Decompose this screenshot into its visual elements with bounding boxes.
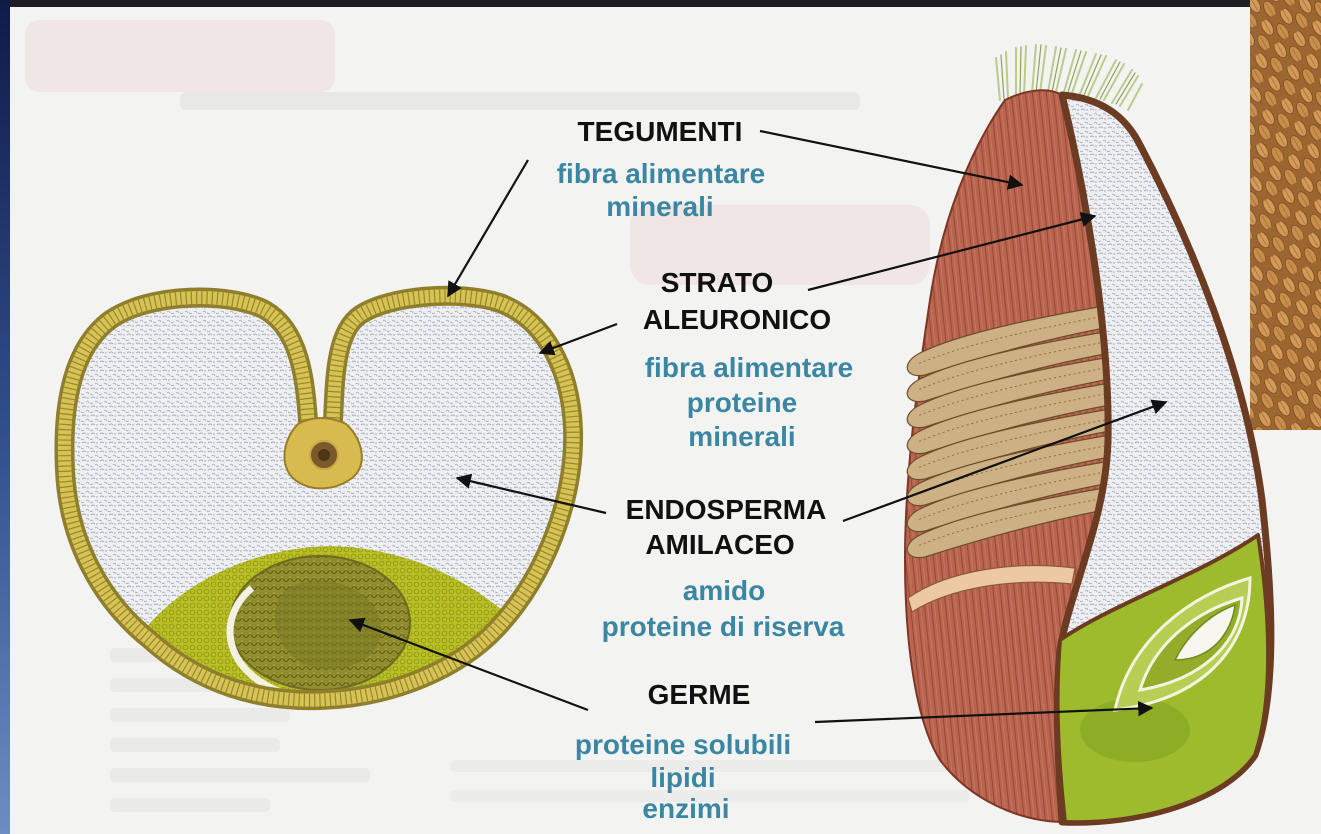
label-aleuronico: ALEURONICO	[643, 304, 831, 335]
crease-core	[318, 449, 330, 461]
germe-detail-2: lipidi	[650, 762, 715, 793]
germe-detail-1: proteine solubili	[575, 729, 791, 760]
tegumenti-detail-2: minerali	[606, 191, 713, 222]
label-amilaceo: AMILACEO	[645, 529, 794, 560]
tegumenti-detail-1: fibra alimentare	[557, 158, 766, 189]
label-tegumenti: TEGUMENTI	[578, 116, 743, 147]
wheat-grains-photo	[1250, 0, 1321, 430]
label-endosperma: ENDOSPERMA	[626, 494, 827, 525]
label-germe: GERME	[648, 679, 751, 710]
endosperma-detail-1: amido	[683, 575, 765, 606]
aleuronico-detail-3: minerali	[688, 421, 795, 452]
left-blue-bar	[0, 0, 10, 834]
germe-detail-3: enzimi	[642, 793, 729, 824]
aleuronico-detail-1: fibra alimentare	[645, 352, 854, 383]
label-strato: STRATO	[661, 267, 774, 298]
endosperma-detail-2: proteine di riserva	[602, 611, 845, 642]
aleuronico-detail-2: proteine	[687, 387, 797, 418]
top-dark-band	[0, 0, 1250, 7]
